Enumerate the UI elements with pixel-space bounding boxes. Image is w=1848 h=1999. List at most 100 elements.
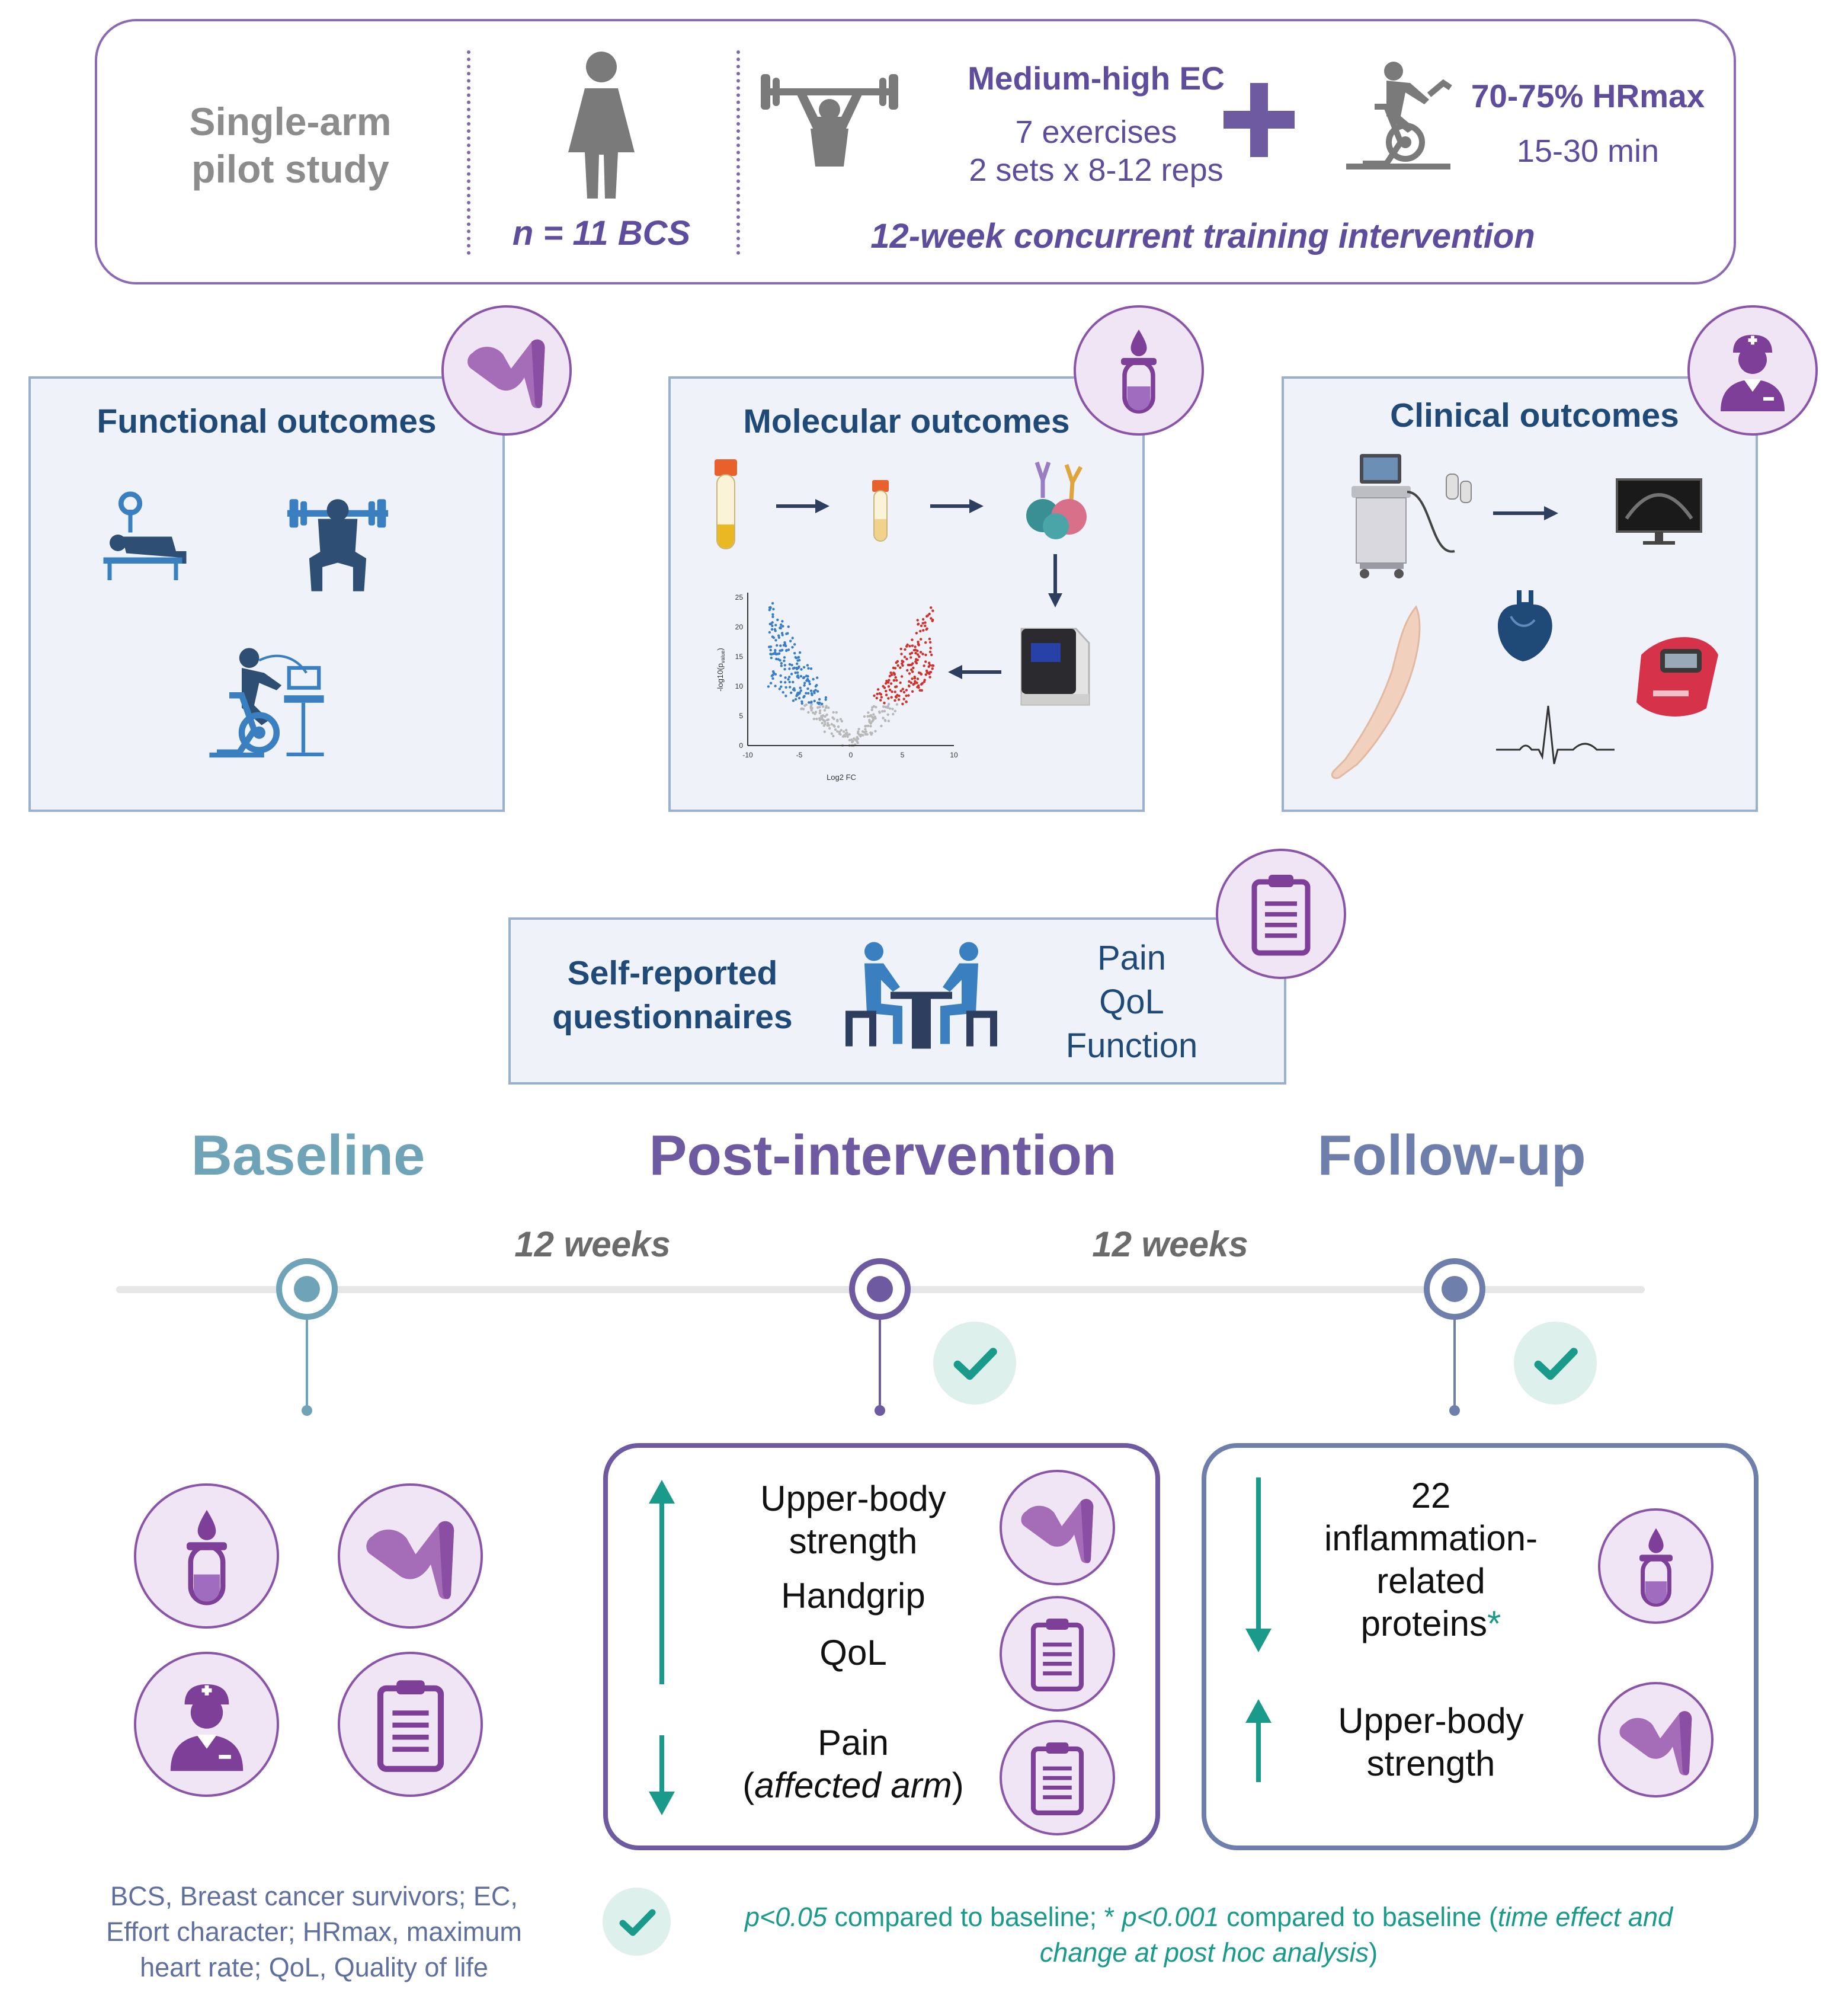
volcano-point bbox=[767, 685, 770, 688]
interval-label-2: 12 weeks bbox=[1092, 1224, 1248, 1264]
post-pain-open: ( bbox=[742, 1765, 755, 1805]
volcano-point bbox=[816, 706, 819, 709]
ecg-trace-icon bbox=[1496, 705, 1615, 765]
volcano-point bbox=[890, 673, 893, 676]
volcano-point bbox=[769, 645, 773, 648]
volcano-point bbox=[839, 718, 843, 721]
blood-tube-icon bbox=[156, 1506, 257, 1607]
volcano-point bbox=[893, 699, 896, 702]
volcano-point bbox=[780, 662, 783, 665]
timeline-node-baseline bbox=[276, 1258, 338, 1416]
volcano-point bbox=[807, 692, 810, 695]
volcano-point bbox=[787, 678, 790, 681]
post-decreased-outcomes: Pain (affected arm) bbox=[720, 1722, 987, 1807]
divider-line bbox=[736, 50, 740, 255]
volcano-point bbox=[931, 667, 934, 670]
volcano-point bbox=[891, 690, 893, 693]
post-increased-outcomes: Upper-body strength Handgrip QoL bbox=[720, 1477, 987, 1674]
functional-outcomes-title: Functional outcomes bbox=[97, 402, 437, 440]
volcano-y-tick: 0 bbox=[739, 741, 743, 750]
volcano-point bbox=[893, 690, 896, 693]
volcano-point bbox=[875, 706, 877, 709]
volcano-point bbox=[774, 685, 777, 687]
volcano-point bbox=[807, 711, 810, 714]
volcano-point bbox=[907, 663, 910, 667]
volcano-point bbox=[774, 649, 777, 652]
protein-antibody-icon bbox=[1026, 461, 1087, 539]
post-results-box bbox=[603, 1443, 1160, 1850]
volcano-point bbox=[856, 741, 859, 744]
volcano-point bbox=[794, 656, 797, 659]
volcano-point bbox=[882, 717, 885, 719]
volcano-point bbox=[915, 658, 918, 661]
volcano-point bbox=[887, 685, 891, 688]
volcano-point bbox=[799, 689, 803, 692]
volcano-point bbox=[771, 624, 774, 628]
volcano-point bbox=[925, 669, 928, 672]
post-significance-badge bbox=[933, 1322, 1016, 1405]
volcano-point bbox=[914, 648, 917, 651]
volcano-point bbox=[799, 686, 802, 689]
volcano-point bbox=[790, 673, 793, 676]
volcano-point bbox=[788, 663, 792, 666]
volcano-point bbox=[921, 622, 924, 625]
volcano-point bbox=[786, 632, 789, 635]
stationary-bike-icon bbox=[1346, 62, 1452, 169]
volcano-point bbox=[915, 632, 918, 635]
woman-icon bbox=[568, 52, 635, 199]
volcano-point bbox=[785, 649, 788, 653]
volcano-point bbox=[905, 700, 908, 703]
volcano-point bbox=[779, 644, 782, 647]
arrow-left-icon bbox=[948, 665, 1001, 679]
follow-protein-count: 22 bbox=[1411, 1476, 1451, 1515]
volcano-point bbox=[789, 639, 792, 642]
volcano-point bbox=[827, 706, 830, 709]
volcano-point bbox=[802, 666, 806, 669]
volcano-point bbox=[812, 677, 815, 681]
blood-tube-icon bbox=[1094, 326, 1183, 415]
volcano-point bbox=[907, 694, 910, 697]
post-upper-body-line2: strength bbox=[789, 1521, 918, 1561]
volcano-point bbox=[821, 721, 824, 725]
sig-text-2: compared to baseline ( bbox=[1219, 1902, 1498, 1932]
volcano-x-tick: 10 bbox=[950, 751, 958, 759]
volcano-point bbox=[815, 684, 818, 687]
clipboard-icon bbox=[1017, 1614, 1097, 1694]
post-pain-line2: (affected arm) bbox=[720, 1764, 987, 1807]
questionnaires-title-line2: questionnaires bbox=[552, 998, 793, 1036]
volcano-point bbox=[826, 718, 829, 722]
questionnaires-badge bbox=[1216, 849, 1346, 979]
volcano-point bbox=[908, 653, 912, 655]
volcano-point bbox=[923, 664, 925, 667]
volcano-point bbox=[787, 625, 790, 628]
check-icon bbox=[1520, 1328, 1591, 1399]
timeline-node-follow bbox=[1424, 1258, 1485, 1416]
volcano-point bbox=[914, 651, 917, 655]
study-type-label: Single-arm pilot study bbox=[136, 98, 444, 193]
questionnaire-items: Pain QoL Function bbox=[1034, 936, 1229, 1068]
volcano-point bbox=[784, 695, 787, 698]
interval-label-1: 12 weeks bbox=[514, 1224, 671, 1264]
questionnaire-item-pain: Pain bbox=[1097, 939, 1167, 977]
post-pain-line1: Pain bbox=[817, 1723, 889, 1763]
volcano-point bbox=[891, 708, 894, 711]
volcano-point bbox=[910, 663, 913, 666]
check-icon bbox=[939, 1328, 1010, 1399]
volcano-point bbox=[921, 653, 924, 655]
volcano-point bbox=[809, 689, 813, 692]
volcano-point bbox=[783, 656, 786, 659]
volcano-point bbox=[930, 653, 933, 657]
volcano-point bbox=[779, 626, 782, 629]
volcano-point bbox=[783, 668, 786, 671]
volcano-point bbox=[918, 655, 921, 658]
volcano-point bbox=[771, 613, 774, 616]
volcano-point bbox=[918, 671, 921, 674]
questionnaires-panel bbox=[508, 917, 1286, 1085]
volcano-point bbox=[916, 686, 919, 689]
phase-baseline-label: Baseline bbox=[191, 1124, 425, 1187]
volcano-point bbox=[799, 674, 803, 678]
clipboard-icon bbox=[1017, 1738, 1097, 1818]
participants-label: n = 11 BCS bbox=[512, 214, 691, 252]
volcano-point bbox=[823, 709, 827, 712]
